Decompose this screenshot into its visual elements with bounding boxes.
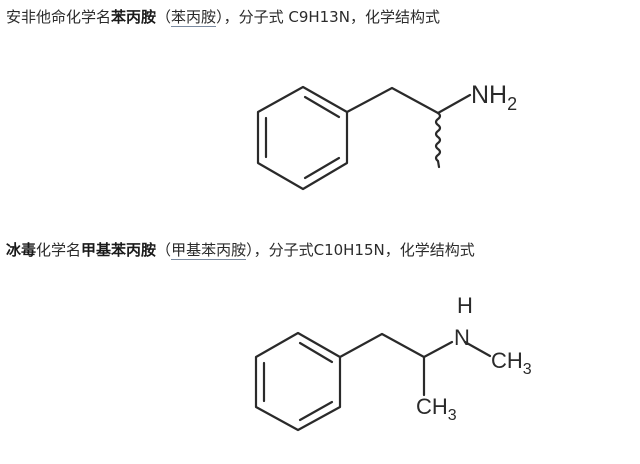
methamphetamine-structure: H N CH3 CH3 xyxy=(254,293,532,432)
benzene-ring-icon xyxy=(256,85,349,191)
amphetamine-description: 安非他命化学名苯丙胺（苯丙胺），分子式 C9H13N，化学结构式 xyxy=(6,7,440,27)
paren-open: （ xyxy=(156,241,172,259)
methamphetamine-prefix: 化学名 xyxy=(36,241,82,259)
paren-close: ） xyxy=(246,241,254,259)
n-methyl-label: CH3 xyxy=(491,348,532,378)
methamphetamine-common-name: 冰毒 xyxy=(6,241,37,259)
paren-close: ） xyxy=(216,8,224,26)
amphetamine-prefix: 安非他命化学名 xyxy=(6,8,112,26)
nitrogen-label: N xyxy=(454,325,470,350)
amphetamine-link[interactable]: 苯丙胺 xyxy=(171,8,217,27)
methamphetamine-formula-text: ，分子式C10H15N，化学结构式 xyxy=(253,241,475,259)
amphetamine-chemical-name: 苯丙胺 xyxy=(111,8,157,26)
amphetamine-formula-text: ，分子式 C9H13N，化学结构式 xyxy=(223,8,440,26)
hydrogen-label: H xyxy=(457,293,473,318)
methamphetamine-link[interactable]: 甲基苯丙胺 xyxy=(171,241,247,260)
amphetamine-structure: NH2 xyxy=(256,81,517,191)
methamphetamine-description: 冰毒化学名甲基苯丙胺（甲基苯丙胺），分子式C10H15N，化学结构式 xyxy=(6,240,475,260)
alpha-methyl-label: CH3 xyxy=(416,394,457,424)
amine-label: NH2 xyxy=(471,81,517,114)
benzene-ring-icon xyxy=(254,331,342,432)
methamphetamine-chemical-name: 甲基苯丙胺 xyxy=(81,241,157,259)
paren-open: （ xyxy=(156,8,172,26)
